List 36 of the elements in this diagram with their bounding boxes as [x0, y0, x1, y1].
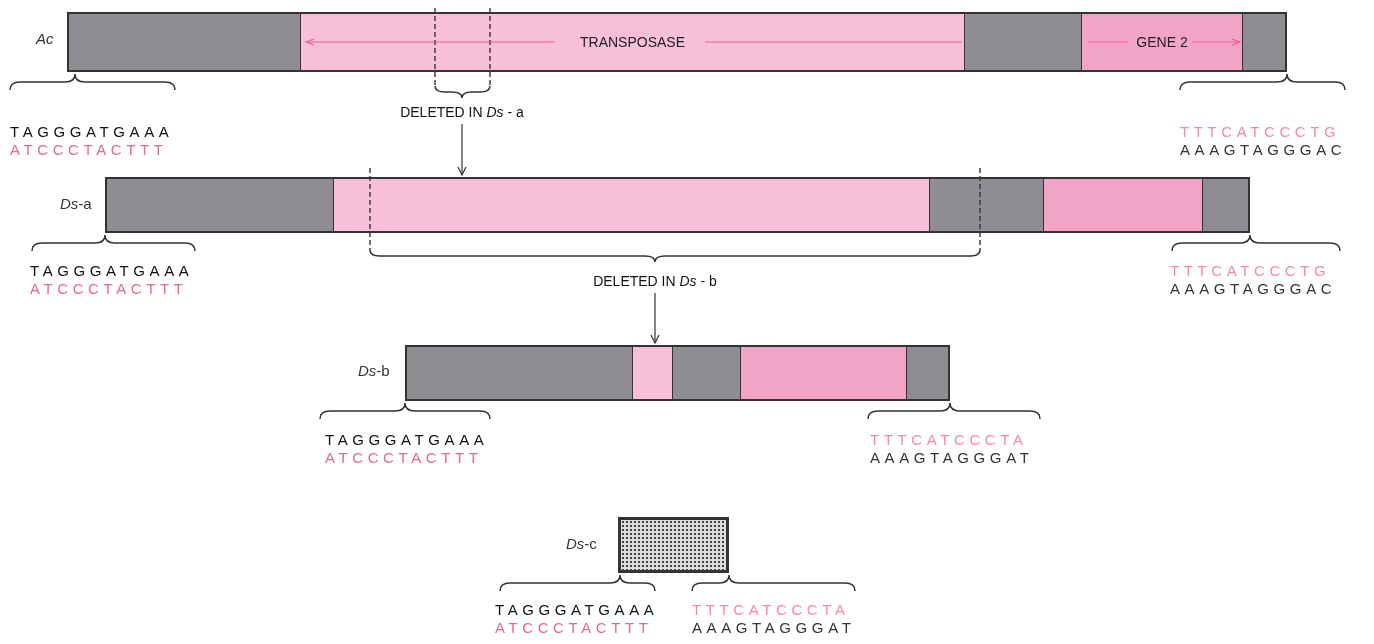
gene-segment — [300, 14, 965, 70]
dna-sequence: TTTCATCCCTG — [1180, 123, 1341, 140]
gene-segment — [1081, 14, 1243, 70]
dna-sequence: TTTCATCCCTA — [692, 601, 850, 618]
gene-segment — [740, 347, 907, 399]
element-bar — [405, 345, 950, 401]
dna-sequence: ATCCCTACTTT — [30, 280, 188, 297]
element-bar — [105, 177, 1250, 233]
deletion-label: DELETED IN Ds - b — [593, 273, 717, 289]
stippled-box — [618, 517, 729, 573]
element-name: Ds-c — [566, 535, 597, 552]
dna-sequence: TTTCATCCCTG — [1170, 262, 1331, 279]
dna-sequence: TAGGGATGAAA — [30, 262, 194, 279]
dna-sequence: TTTCATCCCTA — [870, 431, 1028, 448]
deletion-label: DELETED IN Ds - a — [400, 104, 524, 120]
element-name: Ac — [36, 30, 54, 47]
dna-sequence: ATCCCTACTTT — [10, 141, 168, 158]
gene-segment — [632, 347, 673, 399]
dna-sequence: TAGGGATGAAA — [325, 431, 489, 448]
dna-sequence: TAGGGATGAAA — [495, 601, 659, 618]
dna-sequence: AAAGTAGGGAC — [1180, 141, 1347, 158]
gene-segment — [333, 179, 930, 231]
dna-sequence: ATCCCTACTTT — [495, 619, 653, 636]
dna-sequence: AAAGTAGGGAC — [1170, 280, 1337, 297]
dna-sequence: TAGGGATGAAA — [10, 123, 174, 140]
dna-sequence: ATCCCTACTTT — [325, 449, 483, 466]
dna-sequence: AAAGTAGGGAT — [870, 449, 1034, 466]
segment-label: GENE 2 — [1136, 34, 1188, 50]
arrow — [650, 292, 660, 344]
element-bar — [67, 12, 1287, 72]
dna-sequence: AAAGTAGGGAT — [692, 619, 856, 636]
element-name: Ds-a — [60, 195, 92, 212]
element-name: Ds-b — [358, 362, 390, 379]
gene-segment — [1043, 179, 1203, 231]
segment-label: TRANSPOSASE — [580, 34, 685, 50]
arrow — [457, 123, 467, 176]
